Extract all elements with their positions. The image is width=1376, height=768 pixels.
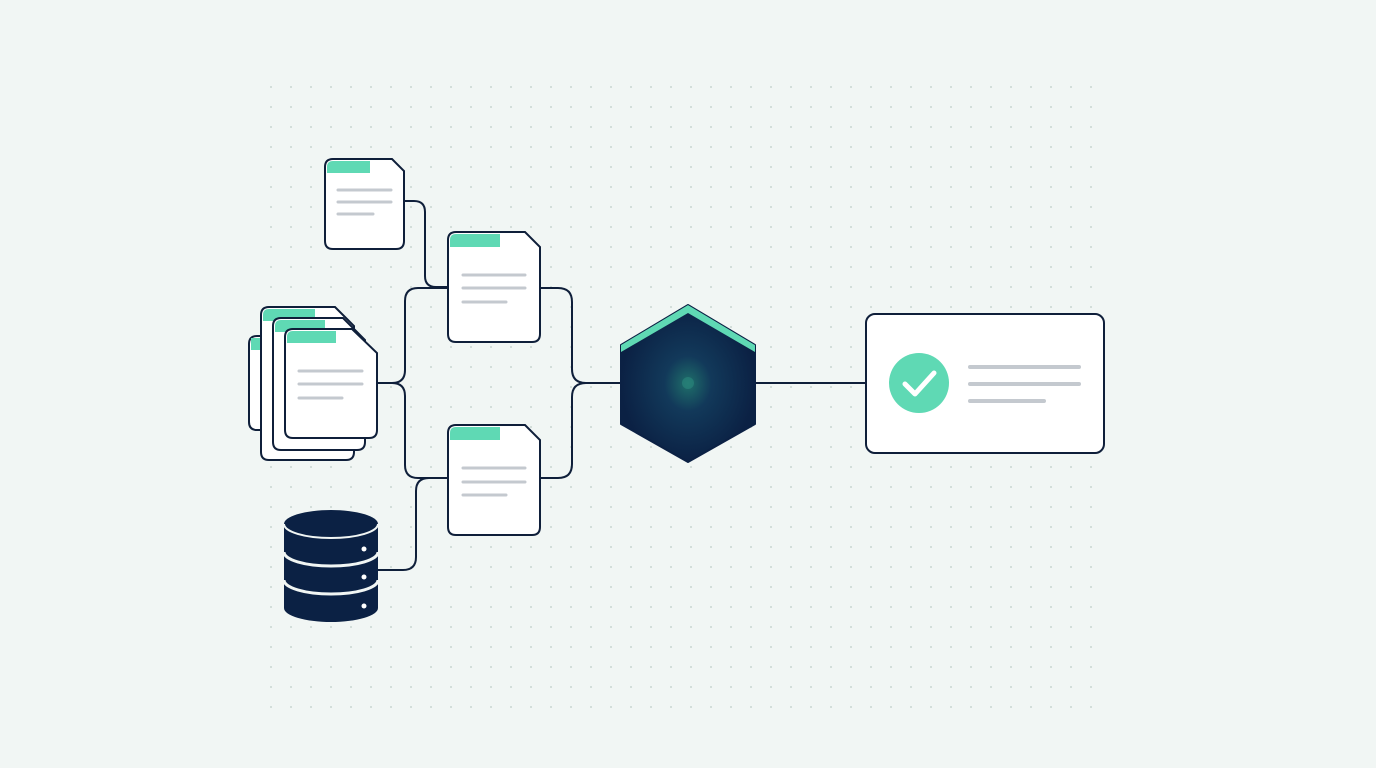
hexagon-hub-icon xyxy=(620,304,756,463)
result-text-lines xyxy=(968,365,1081,403)
document-header-tab xyxy=(450,234,500,247)
document-icon xyxy=(447,424,541,536)
database-indicator-dot xyxy=(361,574,367,580)
database-icon xyxy=(282,510,380,622)
connector-stack-to-lower xyxy=(377,382,448,479)
intermediate-document-upper xyxy=(447,231,541,343)
stacked-documents-icon xyxy=(248,306,378,461)
processing-hub xyxy=(620,304,756,463)
database-indicator-dot xyxy=(361,546,367,552)
database-indicator-dot xyxy=(361,603,367,609)
document-icon xyxy=(447,231,541,343)
intermediate-document-lower xyxy=(447,424,541,536)
document-text-lines xyxy=(461,466,527,497)
source-document xyxy=(324,158,405,250)
document-header-tab xyxy=(327,161,370,173)
document-text-lines xyxy=(297,369,364,400)
connector-stack-to-upper xyxy=(377,287,448,384)
document-icon xyxy=(324,158,405,250)
document-header-tab xyxy=(450,427,500,440)
document-text-lines xyxy=(336,188,393,216)
result-card xyxy=(865,313,1105,454)
document-text-lines xyxy=(461,273,527,304)
connector-source-document-to-upper xyxy=(404,200,448,288)
connector-lines xyxy=(377,200,866,571)
source-document-stack xyxy=(248,306,378,461)
hub-core-glow xyxy=(682,377,694,389)
source-database xyxy=(282,510,380,622)
connector-upper-to-hub xyxy=(540,287,622,384)
connector-database-to-lower xyxy=(377,477,448,571)
document-header-tab xyxy=(287,331,336,343)
check-circle-icon xyxy=(889,353,949,413)
connector-lower-to-hub xyxy=(540,382,622,479)
